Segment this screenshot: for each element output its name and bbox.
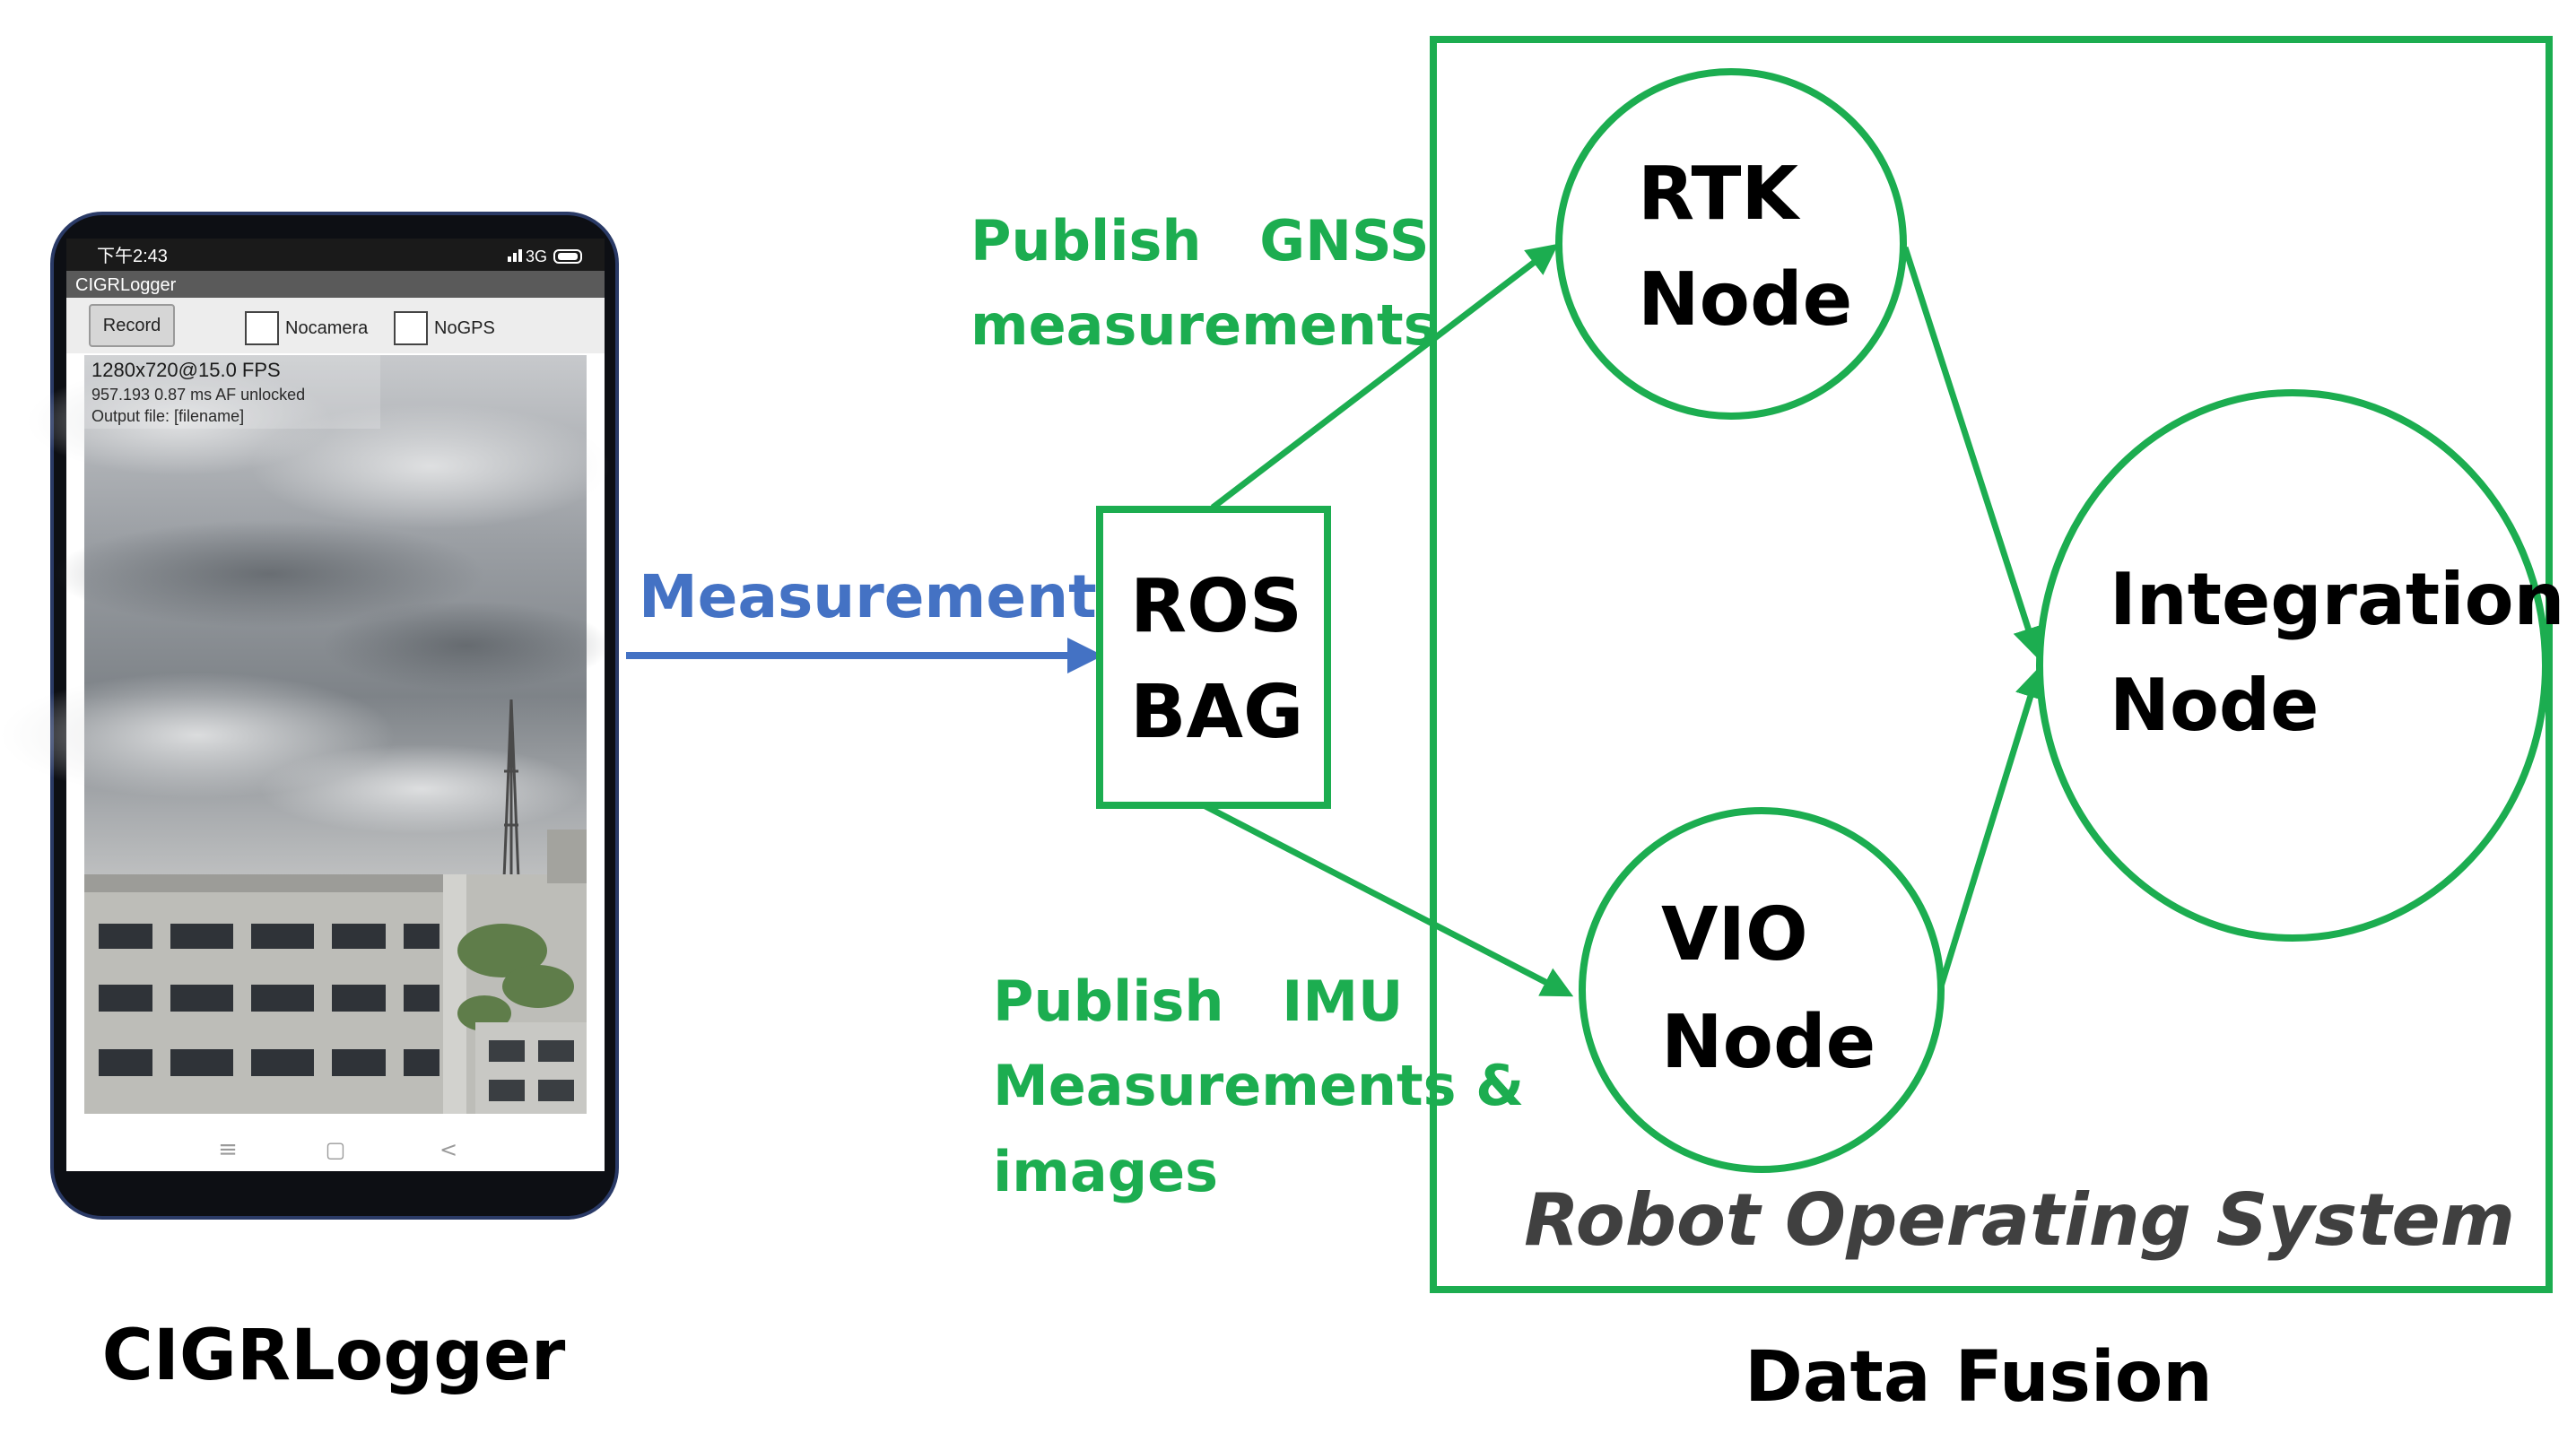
imu-label-line1: Publish IMU — [993, 969, 1403, 1034]
nav-home-icon[interactable]: ▢ — [326, 1137, 346, 1162]
network-type: 3G — [526, 248, 547, 265]
vio-label-line1: VIO — [1661, 892, 1808, 977]
gnss-label-line1: Publish GNSS — [970, 208, 1430, 274]
vio-node-circle — [1579, 807, 1945, 1173]
rtk-label-line1: RTK — [1638, 152, 1801, 237]
ros-system-boundary — [1430, 36, 2553, 1293]
vio-label-line2: Node — [1661, 1000, 1875, 1085]
rtk-to-integration-arrow — [1902, 246, 2044, 659]
vio-to-integration-arrow — [1937, 666, 2046, 988]
output-file-readout: Output file: [filename] — [91, 407, 244, 425]
signal-icon — [508, 249, 522, 262]
rosbag-box — [1096, 506, 1331, 809]
antenna-tower — [502, 699, 520, 880]
rosbag-node: ROS BAG — [1096, 506, 1331, 809]
integration-node: Integration Node — [2036, 389, 2565, 942]
rtk-node: RTK Node — [1555, 68, 1907, 420]
integration-node-ellipse — [2036, 389, 2549, 942]
caption-cigrlogger: CIGRLogger — [102, 1316, 566, 1396]
integration-label-line1: Integration — [2110, 558, 2565, 641]
nav-back-icon[interactable]: < — [439, 1137, 457, 1162]
integration-label-line2: Node — [2110, 664, 2319, 747]
nav-menu-icon[interactable]: ≡ — [218, 1136, 238, 1163]
imu-arrow — [1202, 802, 1574, 997]
measurements-label: Measurements — [639, 562, 1132, 631]
phone-mockup: 下午2:43 3G CIGRLogger Record Nocamera NoG… — [0, 212, 619, 1220]
nogps-checkbox[interactable] — [394, 311, 428, 345]
rosbag-label-line2: BAG — [1130, 670, 1303, 755]
ros-system-label: Robot Operating System — [1524, 1178, 2515, 1262]
building — [84, 830, 587, 1114]
caption-data-fusion: Data Fusion — [1745, 1337, 2213, 1418]
phone-nav-bar — [66, 1114, 605, 1171]
nogps-label: NoGPS — [434, 318, 495, 338]
imu-label-line3: images — [993, 1139, 1218, 1204]
app-title-bar — [66, 271, 605, 298]
nocamera-label: Nocamera — [285, 318, 369, 338]
camera-preview — [0, 355, 610, 1114]
gnss-label-line2: measurements — [970, 292, 1437, 358]
status-time: 下午2:43 — [97, 246, 168, 266]
app-title: CIGRLogger — [75, 275, 177, 295]
gnss-arrow — [1210, 243, 1559, 510]
timing-readout: 957.193 0.87 ms AF unlocked — [91, 386, 305, 404]
rtk-node-circle — [1555, 68, 1907, 420]
nocamera-checkbox[interactable] — [245, 311, 279, 345]
fps-readout: 1280x720@15.0 FPS — [91, 359, 281, 381]
battery-icon — [553, 249, 582, 264]
rooftop-plants — [457, 924, 574, 1031]
vio-node: VIO Node — [1579, 807, 1945, 1173]
rtk-label-line2: Node — [1638, 257, 1852, 343]
record-button-label: Record — [103, 316, 161, 335]
rosbag-label-line1: ROS — [1130, 564, 1302, 649]
record-button[interactable] — [89, 304, 175, 347]
imu-label-line2: Measurements & — [993, 1053, 1524, 1118]
